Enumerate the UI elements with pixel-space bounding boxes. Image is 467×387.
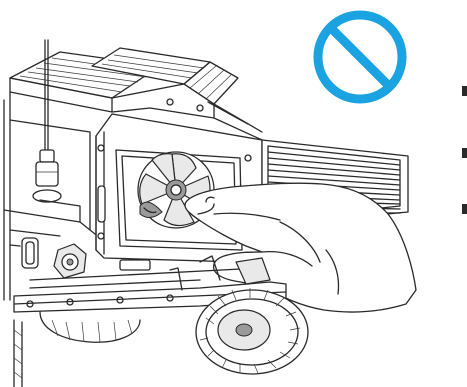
edge-marks (462, 86, 467, 214)
wheel-left (40, 312, 140, 342)
prohibition-icon (318, 15, 402, 99)
wheel-rear-edge (14, 320, 22, 387)
